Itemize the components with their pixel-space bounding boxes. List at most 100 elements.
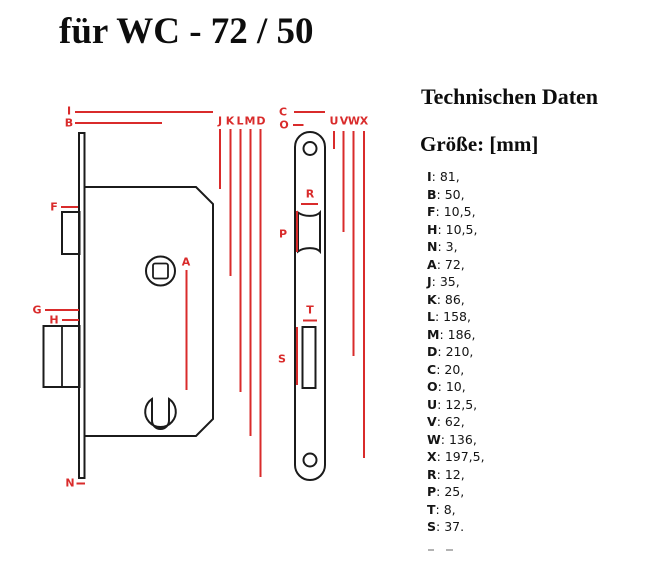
dim-label-p: P [278,227,288,241]
side-view [42,132,214,479]
dim-label-b: B [64,116,74,130]
spec-value: : 186, [439,326,476,342]
dim-label-c: C [278,105,288,119]
spec-row: O: 10, [427,378,485,396]
spec-row: B: 50, [427,186,485,204]
spec-value: : 81, [431,169,460,184]
spec-value: : 10,5, [435,204,476,219]
faceplate-front-outline [294,131,326,481]
dim-label-h: H [49,313,59,327]
spec-key: P [427,484,437,499]
spec-value: : 136, [440,431,477,447]
spec-value: : 50, [436,186,465,202]
spec-key: F [427,204,436,219]
spec-value: : 86, [436,291,465,307]
spec-key: O [427,379,438,394]
scan-artifact [428,549,434,551]
latch-cutout [297,209,321,255]
deadbolt-cutout [301,326,317,389]
page-title: für WC - 72 / 50 [59,11,314,52]
spec-value: : 20, [436,361,465,377]
spec-key: C [427,361,437,377]
dim-label-w: W [347,114,361,128]
dim-label-x: X [359,114,369,128]
spec-value: : 10, [437,379,466,394]
dim-label-o: O [279,118,289,132]
dim-label-r: R [305,187,315,201]
spec-key: I [427,169,432,184]
spec-row: J: 35, [427,273,485,291]
spec-key: X [427,449,437,464]
dim-label-k: K [225,114,235,128]
spec-row: I: 81, [427,168,485,186]
spec-row: P: 25, [427,483,485,501]
spec-value: : 62, [436,414,465,429]
spec-value: : 37. [436,519,465,534]
scan-artifact [446,549,453,551]
dimension-lines [45,111,365,485]
spec-row: R: 12, [427,466,485,484]
spec-key: D [427,344,438,359]
lock-body-outline [83,186,214,437]
spec-key: H [427,221,438,237]
dim-label-f: F [50,200,58,214]
dim-label-m: M [244,114,256,128]
spec-key: L [427,309,435,324]
spec-value: : 3, [437,239,458,254]
spec-row: V: 62, [427,413,485,431]
size-heading: Größe: [mm] [420,132,539,156]
screw-hole-bottom [302,452,318,468]
spindle-hole-circle [145,255,176,287]
spec-key: U [427,396,438,412]
screw-hole-top [302,141,318,156]
spec-key: B [427,186,437,202]
spec-key: V [427,414,437,429]
spec-key: S [427,519,437,534]
faceplate-front-view [294,131,326,481]
spec-value: : 12,5, [437,396,478,412]
latch-bolt-outline [61,211,81,255]
spec-value: : 8, [435,501,456,517]
spec-value: : 35, [431,274,460,289]
spec-row: A: 72, [427,256,485,274]
spec-value: : 10,5, [437,221,478,237]
spec-key: J [427,274,432,289]
spec-row: T: 8, [427,501,485,519]
spec-row: S: 37. [427,518,485,536]
spec-key: K [427,291,437,307]
spec-row: M: 186, [427,326,485,344]
spec-row: N: 3, [427,238,485,256]
spec-row: W: 136, [427,431,485,449]
dim-label-i: I [66,104,72,118]
spindle-hole-square [152,262,169,280]
dim-label-g: G [32,303,42,317]
spec-value: : 72, [436,256,465,272]
spec-row: U: 12,5, [427,396,485,414]
dim-label-l: L [236,114,244,128]
dim-label-a: A [181,255,191,269]
dim-label-v: V [339,114,349,128]
dim-label-d: D [256,114,266,128]
spec-row: C: 20, [427,361,485,379]
spec-value: : 158, [434,309,471,324]
spec-row: X: 197,5, [427,448,485,466]
keyhole-outline [144,397,177,430]
spec-key: R [427,466,437,482]
spec-key: T [427,501,436,517]
spec-key: M [427,326,440,342]
spec-row: L: 158, [427,308,485,326]
dim-label-n: N [65,476,75,490]
dim-label-j: J [217,114,223,128]
tech-data-heading: Technischen Daten [421,84,599,109]
spec-value: : 12, [436,466,465,482]
dim-label-t: T [306,303,314,317]
dim-label-u: U [329,114,339,128]
spec-row: D: 210, [427,343,485,361]
spec-row: H: 10,5, [427,221,485,239]
spec-row: F: 10,5, [427,203,485,221]
spec-value: : 210, [437,344,474,359]
spec-key: W [427,431,441,447]
spec-key: N [427,239,438,254]
